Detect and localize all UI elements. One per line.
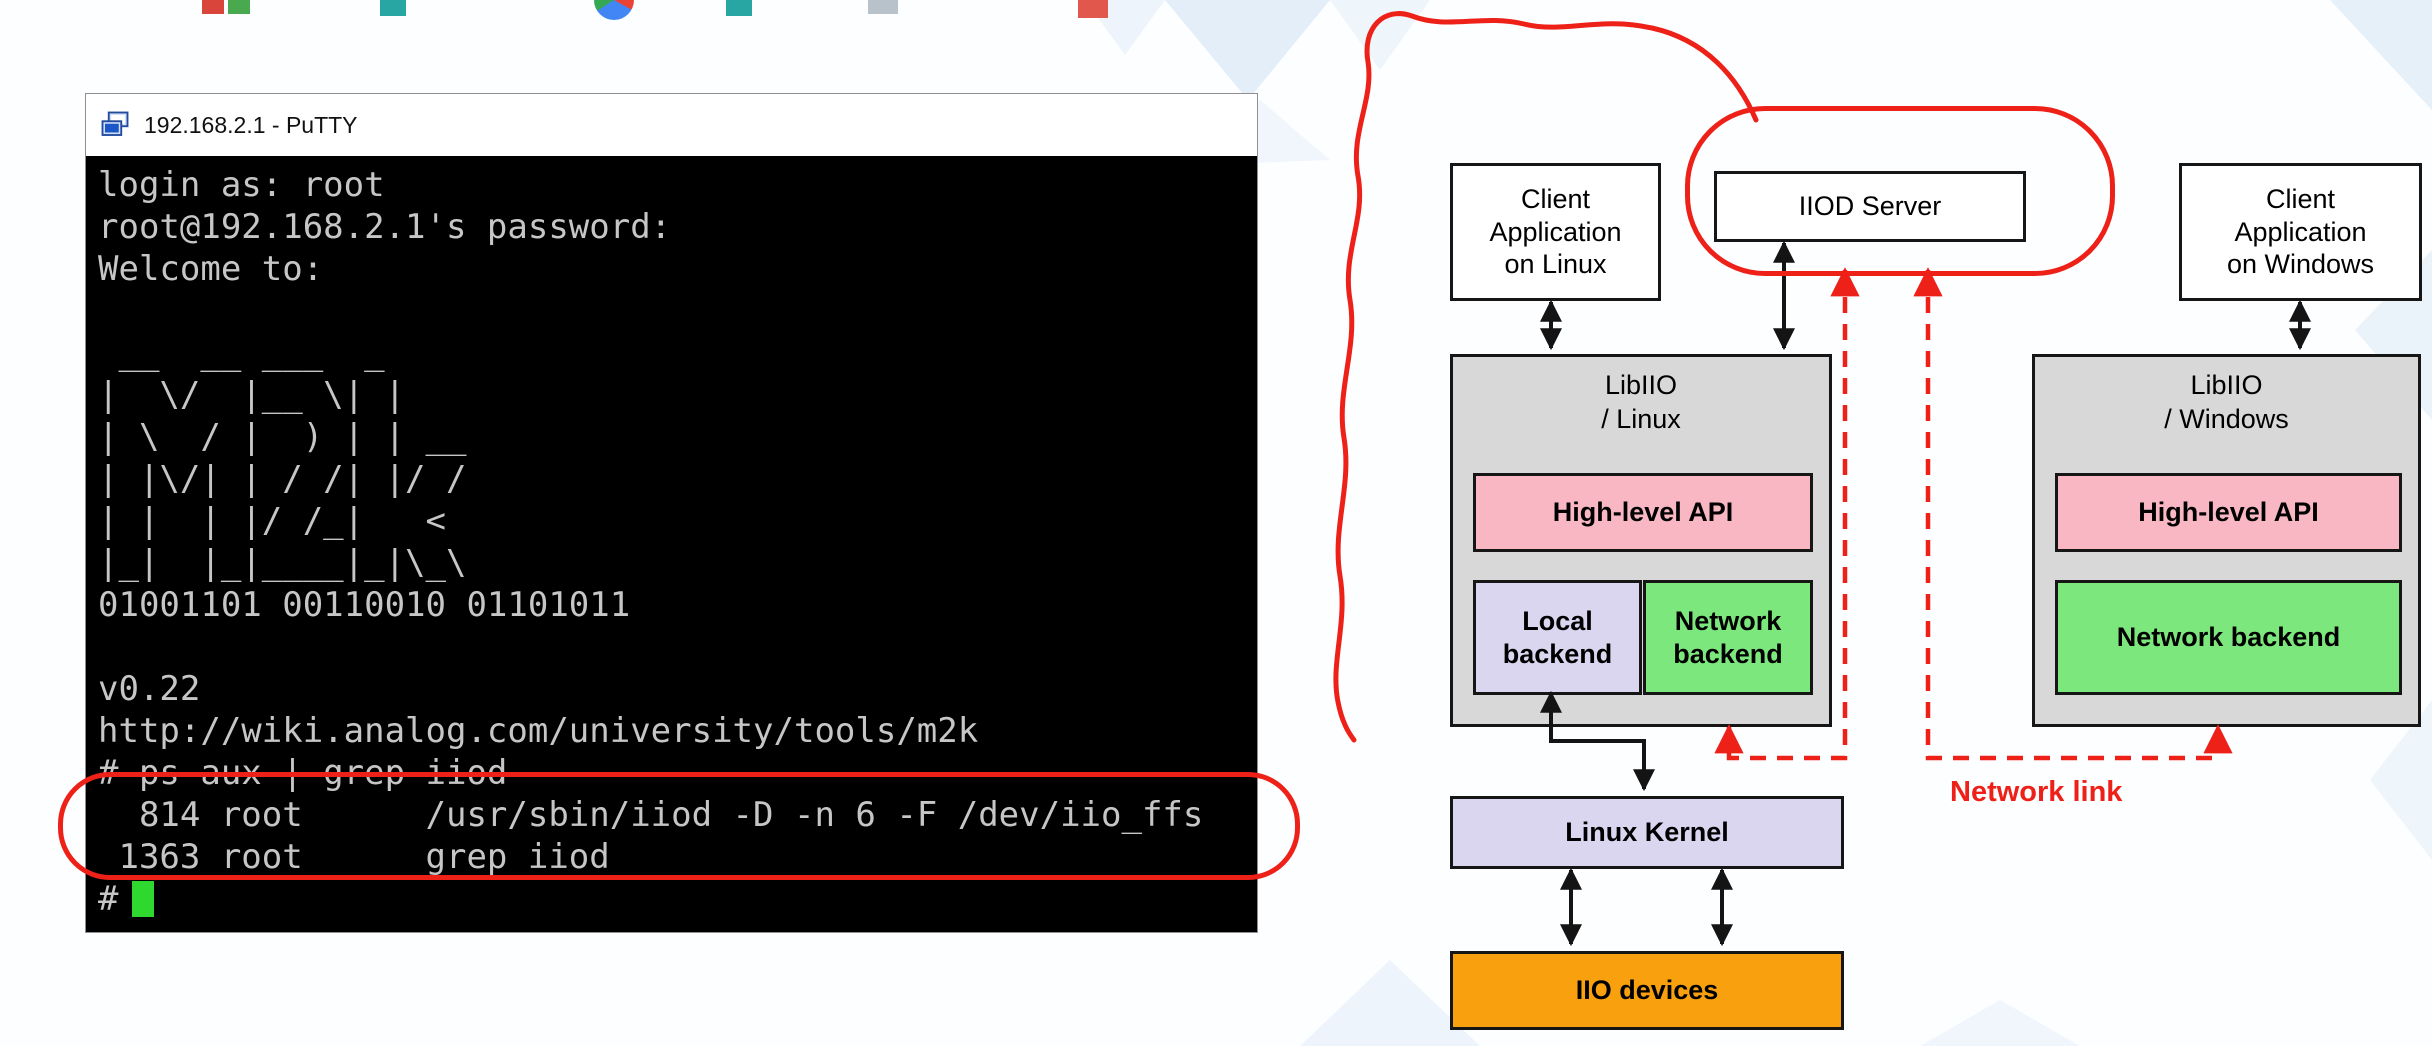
- high-level-api-windows-label: High-level API: [2138, 497, 2319, 528]
- high-level-api-linux-box: High-level API: [1473, 473, 1813, 552]
- libiio-linux-label: LibIIO / Linux: [1601, 370, 1681, 434]
- network-backend-windows-label: Network backend: [2116, 622, 2341, 653]
- cropped-teal-icon[interactable]: [380, 0, 406, 16]
- terminal-output: login as: root root@192.168.2.1's passwo…: [98, 165, 1204, 877]
- gray-icon: [868, 0, 898, 14]
- teal-icon: [380, 0, 406, 16]
- terminal[interactable]: login as: root root@192.168.2.1's passwo…: [86, 156, 1257, 932]
- libiio-linux-group: LibIIO / Linux High-level API Local back…: [1450, 354, 1832, 727]
- network-backend-linux-box: Network backend: [1643, 580, 1813, 695]
- cropped-teal-icon-2[interactable]: [726, 0, 752, 16]
- high-level-api-linux-label: High-level API: [1552, 497, 1734, 528]
- putty-titlebar[interactable]: 192.168.2.1 - PuTTY: [86, 94, 1257, 157]
- client-application-windows-label: Client Application on Windows: [2226, 183, 2375, 280]
- local-backend-label: Local backend: [1502, 606, 1613, 669]
- iio-devices-box: IIO devices: [1450, 951, 1844, 1030]
- linux-kernel-box: Linux Kernel: [1450, 796, 1844, 869]
- cropped-gray-icon[interactable]: [868, 0, 898, 14]
- red-icon-2: [1078, 0, 1108, 18]
- network-link-label: Network link: [1950, 776, 2123, 808]
- linux-kernel-label: Linux Kernel: [1565, 817, 1729, 848]
- green-icon: [228, 0, 250, 14]
- high-level-api-windows-box: High-level API: [2055, 473, 2402, 552]
- putty-window: 192.168.2.1 - PuTTY login as: root root@…: [85, 93, 1258, 933]
- network-backend-linux-label: Network backend: [1673, 606, 1783, 669]
- libiio-windows-group: LibIIO / Windows High-level API Network …: [2032, 354, 2421, 727]
- iiod-server-box: IIOD Server: [1714, 171, 2026, 242]
- cropped-chrome-icon[interactable]: [594, 0, 634, 20]
- window-title: 192.168.2.1 - PuTTY: [144, 111, 358, 138]
- teal-icon-2: [726, 0, 752, 16]
- cropped-window-icons-redgreen[interactable]: [202, 0, 250, 14]
- client-application-linux-box: Client Application on Linux: [1450, 163, 1661, 301]
- iio-devices-label: IIO devices: [1575, 975, 1719, 1006]
- terminal-cursor: [132, 881, 155, 917]
- iiod-server-label: IIOD Server: [1798, 191, 1942, 222]
- local-backend-box: Local backend: [1473, 580, 1642, 695]
- client-application-windows-box: Client Application on Windows: [2179, 163, 2422, 301]
- prompt-character: #: [98, 879, 119, 919]
- chrome-icon: [594, 0, 634, 20]
- terminal-prompt-line: #: [98, 878, 1257, 920]
- libiio-windows-label: LibIIO / Windows: [2164, 370, 2289, 434]
- cropped-red-icon-2[interactable]: [1078, 0, 1108, 18]
- red-icon: [202, 0, 224, 14]
- client-application-linux-label: Client Application on Linux: [1489, 183, 1622, 280]
- putty-icon[interactable]: [100, 110, 130, 140]
- network-backend-windows-box: Network backend: [2055, 580, 2402, 695]
